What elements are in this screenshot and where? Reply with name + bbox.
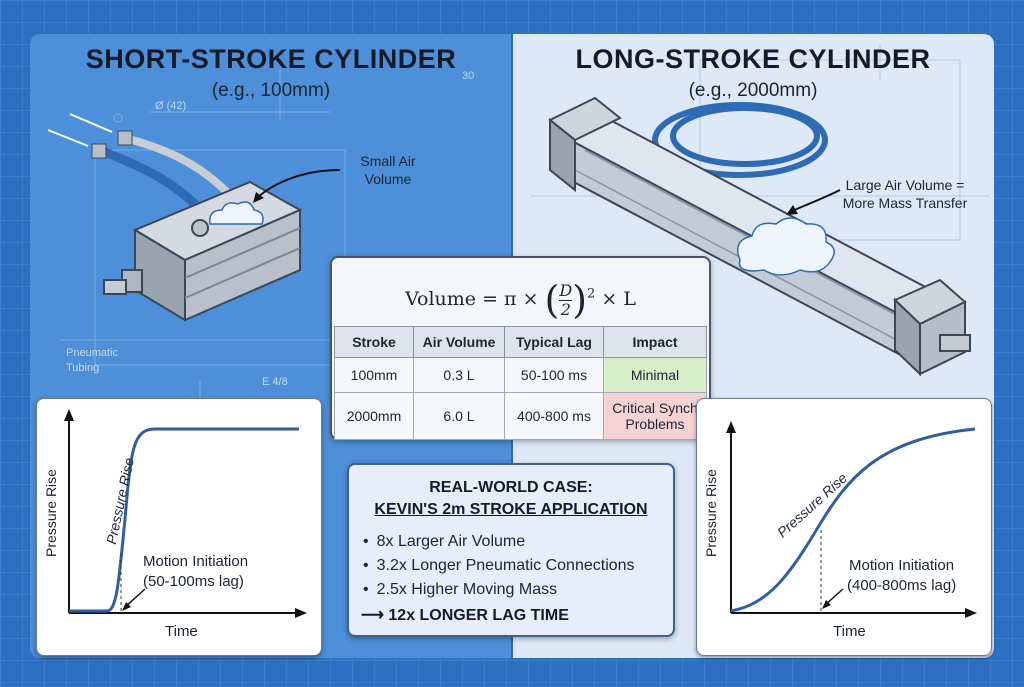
blueprint-label-30: 30 [462,70,475,82]
case-result: ⟶ 12x LONGER LAG TIME [361,605,569,625]
formula-exponent: 2 [587,286,596,302]
cell-stroke: 2000mm [334,392,414,440]
small-air-volume-callout-line1: Small Air [360,153,416,169]
long-cylinder-illustration [548,96,971,377]
table-header-row: Stroke Air Volume Typical Lag Impact [334,326,707,358]
long-graph-annotation-line2: (400-800ms lag) [847,577,957,594]
case-result-text: 12x LONGER LAG TIME [388,607,569,624]
cell-air-volume: 6.0 L [413,392,505,440]
list-item: 8x Larger Air Volume [363,530,635,554]
short-cylinder-illustration [47,113,341,322]
cell-air-volume: 0.3 L [413,357,505,393]
blueprint-label-e48: E 4/8 [262,376,288,388]
short-stroke-graph: Pressure Rise Pressure Rise Time Motion … [36,398,322,656]
blueprint-label-tubing: Tubing [66,362,100,374]
formula-rhs: × L [601,288,636,310]
case-list: 8x Larger Air Volume 3.2x Longer Pneumat… [363,530,635,602]
short-graph-svg [64,409,307,618]
short-graph-xlabel: Time [165,623,198,640]
blueprint-label-pneumatic: Pneumatic [66,347,118,359]
long-graph-svg [726,421,977,618]
header-air-volume: Air Volume [413,326,505,358]
table-row: 2000mm 6.0 L 400-800 ms Critical Synch P… [334,392,707,440]
long-graph-xlabel: Time [833,623,866,640]
case-title-line1: REAL-WORLD CASE: [429,479,593,496]
case-title-line2: KEVIN'S 2m STROKE APPLICATION [374,501,648,518]
large-air-volume-callout-line1: Large Air Volume = [845,177,965,193]
formula-lhs: Volume = π × [405,288,539,310]
list-item: 2.5x Higher Moving Mass [363,578,635,602]
real-world-case-card: REAL-WORLD CASE: KEVIN'S 2m STROKE APPLI… [347,463,675,637]
short-graph-annotation-line1: Motion Initiation [143,553,249,570]
comparison-table: Stroke Air Volume Typical Lag Impact 100… [334,326,707,440]
large-air-volume-callout-line2: More Mass Transfer [842,195,968,211]
cell-stroke: 100mm [334,357,414,393]
header-stroke: Stroke [334,326,414,358]
formula-denominator: 2 [560,299,571,319]
short-graph-annotation-line2: (50-100ms lag) [143,573,244,590]
header-impact: Impact [603,326,707,358]
short-stroke-title: SHORT-STROKE CYLINDER [85,44,457,74]
long-graph-ylabel: Pressure Rise [703,469,719,557]
long-stroke-graph: Pressure Rise Pressure Rise Time Motion … [696,398,992,656]
cell-typical-lag: 50-100 ms [504,357,604,393]
cell-typical-lag: 400-800 ms [504,392,604,440]
list-item: 3.2x Longer Pneumatic Connections [363,554,635,578]
short-stroke-subtitle: (e.g., 100mm) [211,80,331,101]
table-row: 100mm 0.3 L 50-100 ms Minimal [334,357,707,393]
formula-numerator: D [559,280,573,301]
header-typical-lag: Typical Lag [504,326,604,358]
short-graph-ylabel: Pressure Rise [43,469,59,557]
long-graph-annotation-line1: Motion Initiation [849,557,955,574]
long-stroke-title: LONG-STROKE CYLINDER [575,44,931,74]
long-stroke-subtitle: (e.g., 2000mm) [688,80,818,101]
cell-impact: Minimal [603,357,707,393]
cell-impact: Critical Synch Problems [603,392,707,440]
small-air-volume-callout-line2: Volume [364,171,412,187]
blueprint-label-diameter: Ø (42) [155,100,187,112]
arrow-right-icon: ⟶ [361,607,389,624]
